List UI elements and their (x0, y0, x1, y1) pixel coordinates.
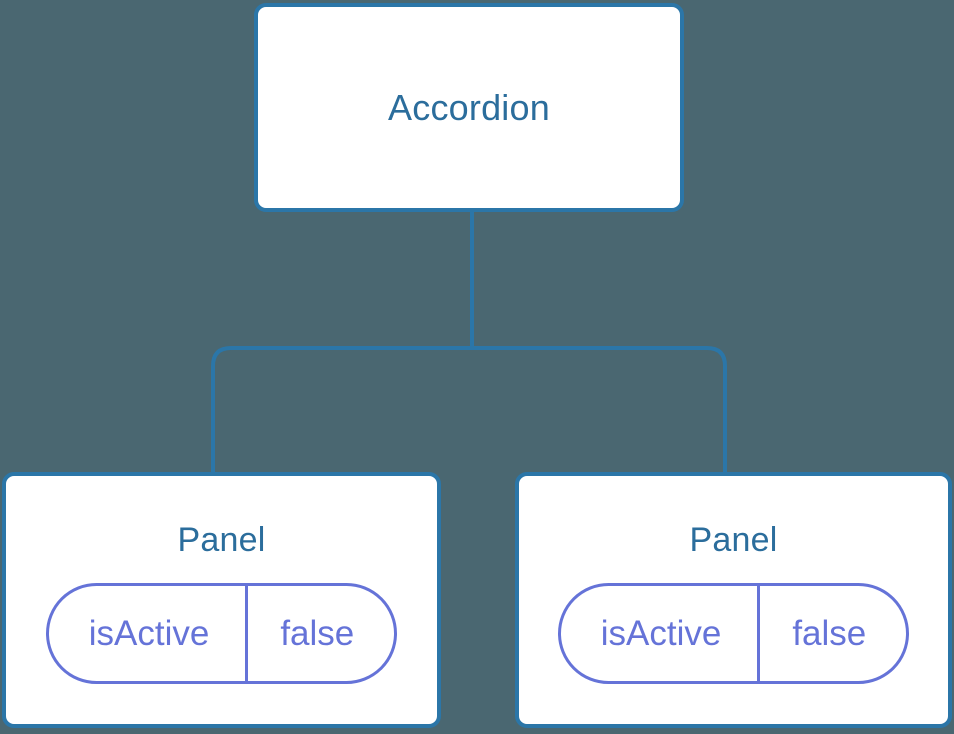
state-value-right: false (792, 614, 867, 653)
state-value-left: false (280, 614, 355, 653)
state-key-left: isActive (49, 586, 249, 681)
connector-to-left-panel (211, 346, 472, 474)
node-title-accordion: Accordion (388, 86, 550, 128)
state-key-right: isActive (561, 586, 761, 681)
state-pill-right[interactable]: isActive false (557, 583, 910, 684)
node-card-accordion[interactable]: Accordion (254, 3, 684, 212)
node-card-panel-right[interactable]: Panel isActive false (515, 472, 952, 728)
node-card-panel-left[interactable]: Panel isActive false (2, 472, 441, 728)
node-title-panel-right: Panel (689, 521, 778, 559)
node-title-panel-left: Panel (177, 521, 266, 559)
state-pill-left[interactable]: isActive false (45, 583, 398, 684)
connector-to-right-panel (472, 346, 727, 474)
